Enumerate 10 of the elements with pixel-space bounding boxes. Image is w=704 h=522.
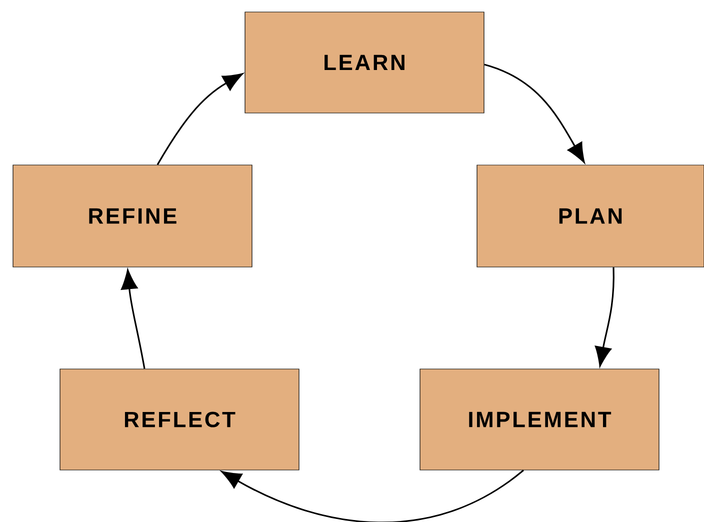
process-box: IMPLEMENT (420, 368, 660, 470)
process-box: PLAN (476, 164, 704, 268)
process-box: REFINE (12, 164, 252, 268)
process-box: LEARN (244, 12, 484, 114)
arrow (221, 470, 524, 522)
arrow (121, 270, 146, 369)
process-box: REFLECT (60, 368, 300, 470)
arrow (594, 267, 614, 366)
arrow (484, 64, 585, 163)
arrow (156, 73, 243, 166)
